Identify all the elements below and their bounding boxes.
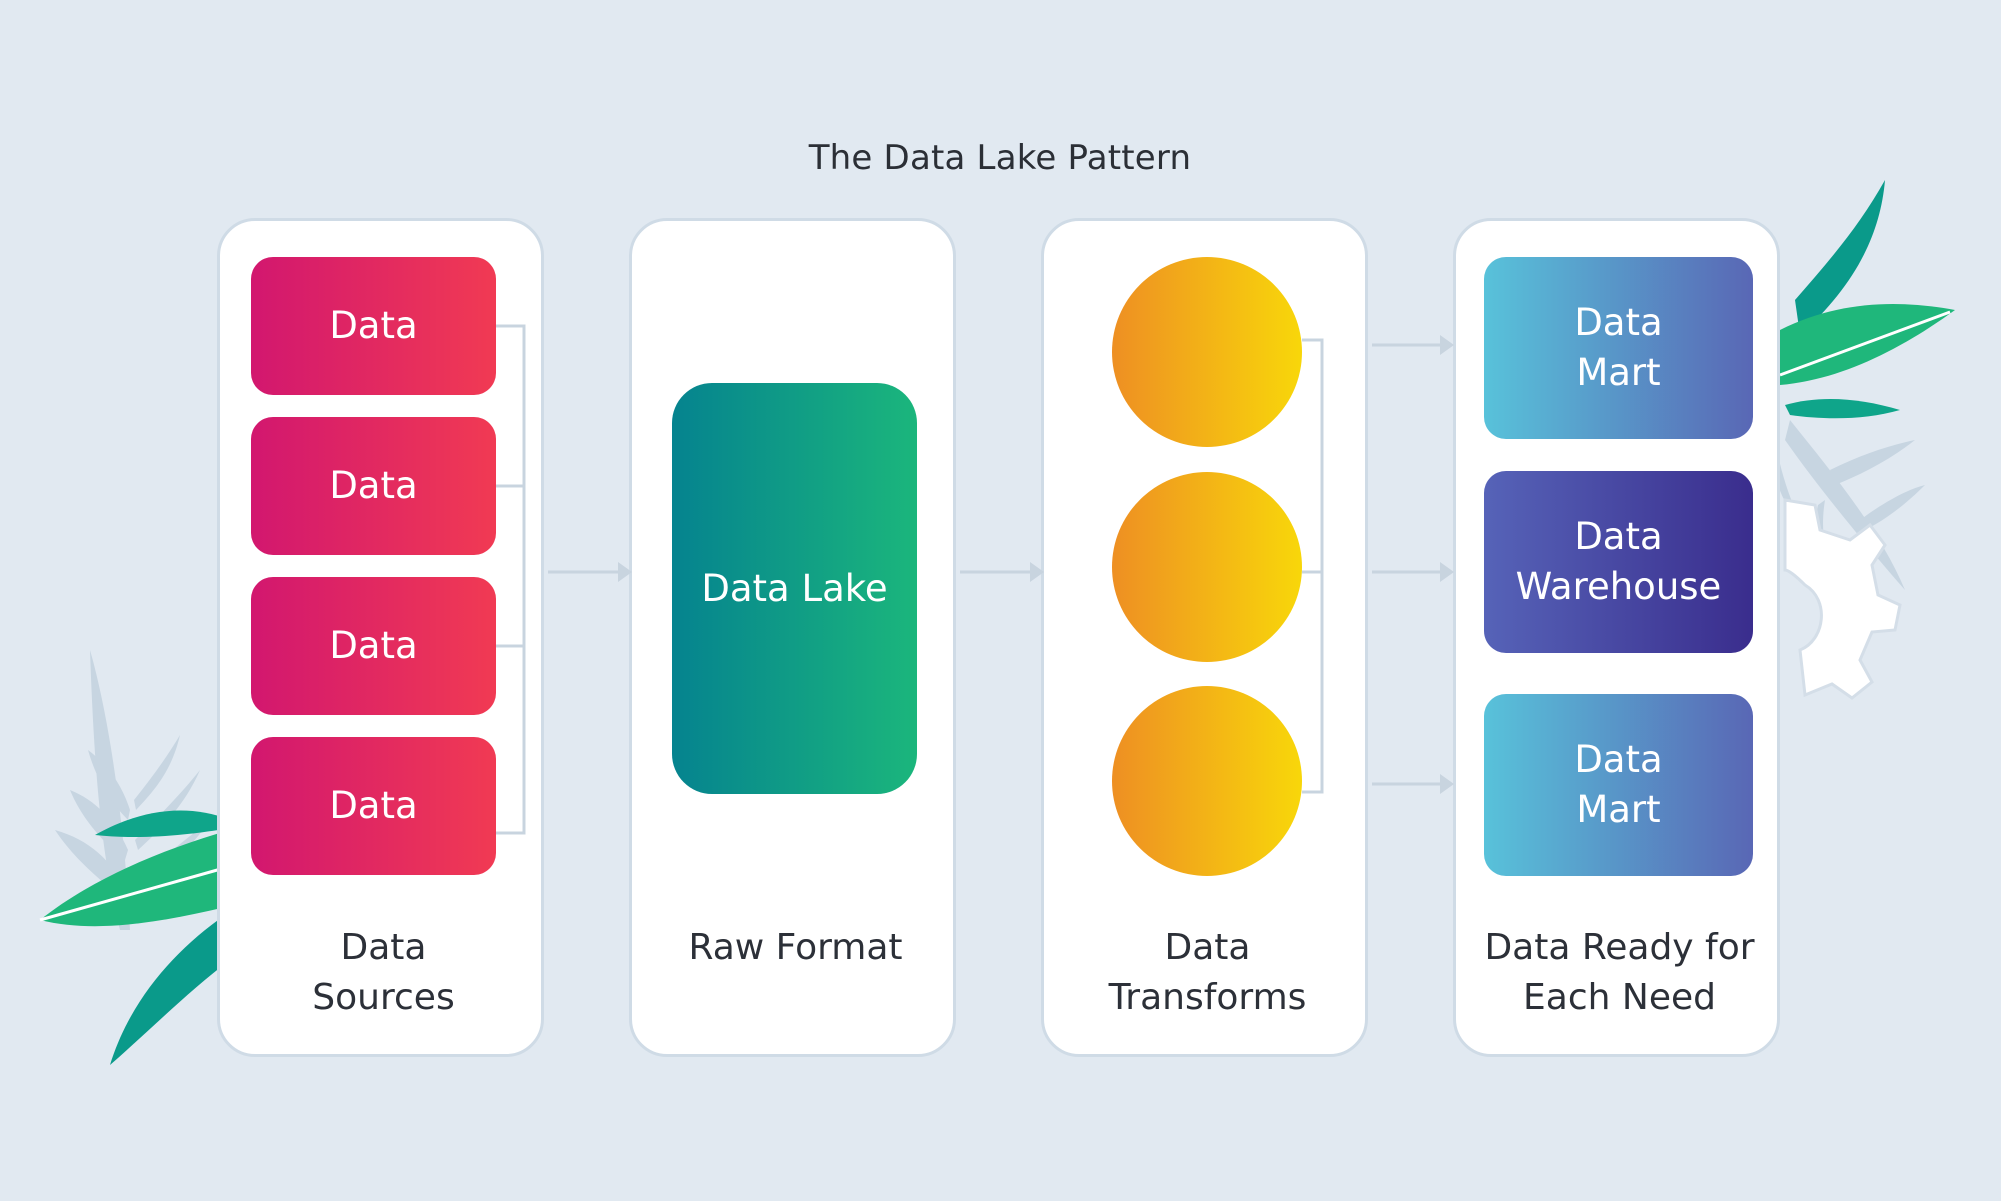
data-lake-box: Data Lake — [672, 383, 917, 794]
diagram-title: The Data Lake Pattern — [808, 138, 1192, 178]
transform-circle — [1112, 686, 1302, 876]
data-mart-box: Data Mart — [1484, 694, 1753, 876]
raw-label: Raw Format — [688, 927, 903, 968]
leaf-icon — [39, 810, 236, 1065]
transforms-label: Data Transforms — [1108, 927, 1307, 1018]
source-data-box: Data — [251, 577, 496, 715]
gear-icon — [1783, 498, 1902, 700]
data-warehouse-box: Data Warehouse — [1484, 471, 1753, 653]
transform-circle — [1112, 472, 1302, 662]
ready-label: Data Ready for Each Need — [1484, 927, 1755, 1018]
sources-label: Data Sources — [312, 927, 455, 1018]
source-data-box: Data — [251, 417, 496, 555]
source-data-box: Data — [251, 737, 496, 875]
source-data-box: Data — [251, 257, 496, 395]
transform-circle — [1112, 257, 1302, 447]
leaf-icon — [1779, 180, 1955, 419]
data-mart-box: Data Mart — [1484, 257, 1753, 439]
